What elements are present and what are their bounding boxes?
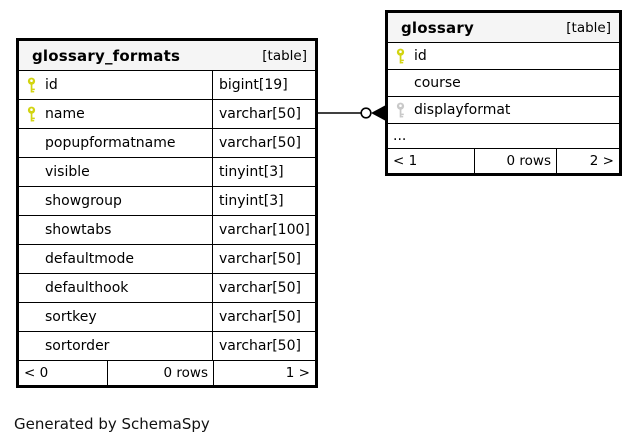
row-count: 0 rows xyxy=(107,361,213,385)
column-type: tinyint[3] xyxy=(212,187,315,215)
column-name: visible xyxy=(45,164,90,180)
column-name: displayformat xyxy=(414,102,511,118)
column-name: showtabs xyxy=(45,222,112,238)
column-row: id xyxy=(388,43,619,69)
truncated-columns-indicator: ... xyxy=(388,123,619,148)
table-footer: < 1 0 rows 2 > xyxy=(388,148,619,173)
column-name: popupformatname xyxy=(45,135,176,151)
column-name: course xyxy=(414,75,461,91)
generated-by-caption: Generated by SchemaSpy xyxy=(14,415,210,433)
table-title[interactable]: glossary xyxy=(401,18,474,37)
column-row: defaulthook varchar[50] xyxy=(19,273,315,302)
column-name: defaulthook xyxy=(45,280,129,296)
arrowhead-glyph xyxy=(371,105,385,121)
table-glossary-formats[interactable]: glossary_formats [table] id bigint[19] n… xyxy=(16,38,318,388)
table-glossary[interactable]: glossary [table] id course displayformat… xyxy=(385,10,622,176)
column-name: id xyxy=(414,48,427,64)
column-type: varchar[50] xyxy=(212,129,315,157)
parents-indicator: < 1 xyxy=(393,153,418,169)
table-header: glossary [table] xyxy=(388,13,619,43)
primary-key-icon xyxy=(27,106,36,122)
column-row: showtabs varchar[100] xyxy=(19,215,315,244)
table-header: glossary_formats [table] xyxy=(19,41,315,71)
column-type: varchar[50] xyxy=(212,100,315,128)
relationship-connector xyxy=(318,105,385,121)
column-name: defaultmode xyxy=(45,251,134,267)
column-row: displayformat xyxy=(388,96,619,123)
column-type: varchar[100] xyxy=(212,216,315,244)
column-row: course xyxy=(388,69,619,96)
primary-key-icon xyxy=(27,77,36,93)
children-indicator: 1 > xyxy=(213,361,315,385)
column-row: name varchar[50] xyxy=(19,99,315,128)
column-type: varchar[50] xyxy=(212,245,315,273)
column-name: sortorder xyxy=(45,338,110,354)
table-title[interactable]: glossary_formats xyxy=(32,46,181,65)
column-row: sortorder varchar[50] xyxy=(19,331,315,360)
column-type: varchar[50] xyxy=(212,274,315,302)
column-row: id bigint[19] xyxy=(19,71,315,99)
table-footer: < 0 0 rows 1 > xyxy=(19,360,315,385)
column-row: visible tinyint[3] xyxy=(19,157,315,186)
table-type-badge: [table] xyxy=(262,47,307,64)
column-row: showgroup tinyint[3] xyxy=(19,186,315,215)
column-row: popupformatname varchar[50] xyxy=(19,128,315,157)
table-type-badge: [table] xyxy=(566,19,611,36)
column-row: sortkey varchar[50] xyxy=(19,302,315,331)
column-row: defaultmode varchar[50] xyxy=(19,244,315,273)
foreign-key-icon xyxy=(396,102,405,118)
column-type: varchar[50] xyxy=(212,332,315,360)
column-name: sortkey xyxy=(45,309,97,325)
column-type: bigint[19] xyxy=(212,71,315,99)
column-name: id xyxy=(45,77,58,93)
primary-key-icon xyxy=(396,48,405,64)
column-type: tinyint[3] xyxy=(212,158,315,186)
column-name: name xyxy=(45,106,85,122)
children-indicator: 2 > xyxy=(556,149,619,173)
parents-indicator: < 0 xyxy=(24,365,49,381)
column-name: showgroup xyxy=(45,193,122,209)
column-type: varchar[50] xyxy=(212,303,315,331)
row-count: 0 rows xyxy=(474,149,556,173)
zero-one-circle-glyph xyxy=(360,107,372,119)
